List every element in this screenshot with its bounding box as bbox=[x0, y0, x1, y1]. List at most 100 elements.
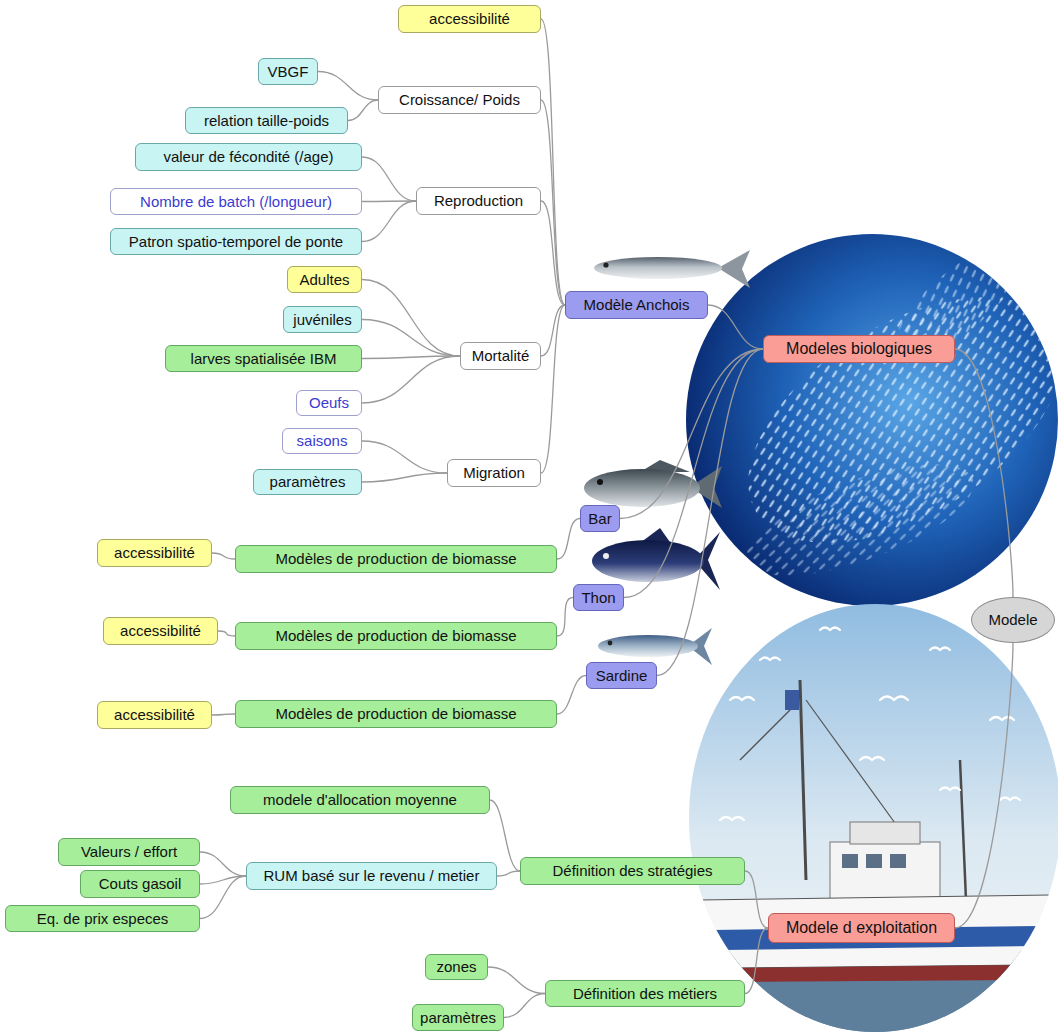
map-branch-line bbox=[362, 320, 460, 357]
node-label: RUM basé sur le revenu / metier bbox=[264, 867, 480, 884]
topic-box: relation taille-poids bbox=[185, 107, 348, 134]
branch-box: Modele d exploitation bbox=[768, 913, 955, 943]
topic-box: juvéniles bbox=[283, 306, 362, 333]
topic-box: larves spatialisée IBM bbox=[165, 345, 362, 372]
map-branch-line bbox=[541, 305, 565, 473]
map-branch-line bbox=[541, 19, 565, 305]
map-branch-line bbox=[212, 553, 235, 559]
node-label: Définition des stratégies bbox=[552, 862, 712, 879]
topic-box: Définition des stratégies bbox=[520, 857, 745, 885]
node-label: Bar bbox=[588, 510, 611, 527]
map-branch-line bbox=[318, 72, 378, 101]
topic-box: valeur de fécondité (/age) bbox=[135, 143, 362, 171]
map-branch-line bbox=[541, 100, 565, 305]
topic-box: Reproduction bbox=[416, 187, 541, 215]
node-label: VBGF bbox=[268, 63, 309, 80]
node-label: Définition des métiers bbox=[573, 985, 717, 1002]
topic-box: RUM basé sur le revenu / metier bbox=[246, 862, 497, 890]
map-branch-line bbox=[362, 201, 416, 242]
topic-box: saisons bbox=[282, 428, 362, 454]
anchovy-icon bbox=[594, 250, 750, 288]
map-branch-line bbox=[557, 519, 580, 560]
map-branch-line bbox=[624, 349, 763, 598]
topic-box: Couts gasoil bbox=[80, 870, 200, 898]
root-circle: Modele bbox=[971, 597, 1055, 643]
map-branch-line bbox=[362, 441, 447, 473]
map-branch-line bbox=[708, 305, 763, 349]
topic-box: Modèles de production de biomasse bbox=[235, 622, 557, 650]
node-label: Patron spatio-temporel de ponte bbox=[129, 233, 343, 250]
node-label: Croissance/ Poids bbox=[399, 91, 520, 108]
node-label: Migration bbox=[463, 464, 525, 481]
node-label: Modele d exploitation bbox=[786, 919, 937, 937]
topic-box: Migration bbox=[447, 459, 541, 487]
node-label: zones bbox=[436, 958, 476, 975]
node-label: Couts gasoil bbox=[99, 875, 182, 892]
node-label: larves spatialisée IBM bbox=[191, 350, 337, 367]
map-branch-line bbox=[620, 349, 763, 519]
map-branch-line bbox=[745, 928, 768, 994]
node-label: Reproduction bbox=[434, 192, 523, 209]
topic-box: Eq. de prix especes bbox=[5, 905, 200, 932]
species-box: Sardine bbox=[586, 662, 657, 689]
node-label: accessibilité bbox=[114, 544, 195, 561]
topic-box: Mortalité bbox=[460, 342, 541, 370]
node-label: Nombre de batch (/longueur) bbox=[140, 193, 332, 210]
species-box: Modèle Anchois bbox=[565, 291, 708, 319]
map-branch-line bbox=[557, 598, 573, 637]
node-label: juvéniles bbox=[293, 311, 351, 328]
map-branch-line bbox=[745, 871, 768, 928]
node-label: Modele bbox=[988, 611, 1037, 628]
node-label: Modèle Anchois bbox=[584, 296, 690, 313]
map-branch-line bbox=[362, 280, 460, 357]
map-branch-line bbox=[955, 349, 1013, 597]
map-branch-line bbox=[955, 643, 1013, 928]
node-label: Thon bbox=[581, 589, 615, 606]
topic-box: Modèles de production de biomasse bbox=[235, 700, 557, 728]
topic-box: Définition des métiers bbox=[545, 980, 745, 1007]
map-branch-line bbox=[212, 714, 235, 715]
node-label: Modèles de production de biomasse bbox=[276, 550, 517, 567]
sardine-icon bbox=[598, 628, 712, 665]
node-label: Eq. de prix especes bbox=[37, 910, 169, 927]
topic-box: Croissance/ Poids bbox=[378, 86, 541, 114]
topic-box: Patron spatio-temporel de ponte bbox=[110, 228, 362, 255]
species-box: Thon bbox=[573, 584, 624, 611]
map-branch-line bbox=[362, 157, 416, 201]
topic-box: accessibilité bbox=[103, 617, 218, 645]
map-branch-line bbox=[362, 473, 447, 482]
map-branch-line bbox=[490, 800, 520, 871]
map-branch-line bbox=[200, 876, 246, 919]
topic-box: modele d'allocation moyenne bbox=[230, 786, 490, 814]
map-branch-line bbox=[504, 994, 545, 1018]
branch-box: Modeles biologiques bbox=[763, 335, 955, 363]
topic-box: Adultes bbox=[287, 266, 362, 293]
node-label: Oeufs bbox=[309, 394, 349, 411]
topic-box: accessibilité bbox=[97, 701, 212, 729]
topic-box: Valeurs / effort bbox=[58, 838, 200, 866]
topic-box: paramètres bbox=[412, 1004, 504, 1031]
node-label: valeur de fécondité (/age) bbox=[163, 148, 333, 165]
node-label: paramètres bbox=[420, 1009, 496, 1026]
node-label: modele d'allocation moyenne bbox=[263, 791, 457, 808]
map-branch-line bbox=[348, 100, 378, 121]
map-branch-line bbox=[557, 676, 586, 715]
boat-picture bbox=[680, 600, 1058, 1034]
node-label: accessibilité bbox=[114, 706, 195, 723]
map-branch-line bbox=[497, 871, 520, 876]
node-label: Valeurs / effort bbox=[81, 843, 177, 860]
map-branch-line bbox=[488, 967, 545, 994]
map-branch-line bbox=[541, 305, 565, 356]
tuna-icon bbox=[592, 528, 720, 590]
map-branch-line bbox=[541, 201, 565, 305]
map-branch-line bbox=[362, 356, 460, 403]
topic-box: paramètres bbox=[253, 469, 362, 495]
map-branch-line bbox=[218, 631, 235, 636]
fish-school bbox=[706, 226, 1058, 599]
node-label: Modèles de production de biomasse bbox=[276, 627, 517, 644]
node-label: Sardine bbox=[596, 667, 648, 684]
map-branch-line bbox=[657, 349, 763, 676]
map-branch-line bbox=[200, 852, 246, 876]
node-label: accessibilité bbox=[429, 10, 510, 27]
node-label: relation taille-poids bbox=[204, 112, 329, 129]
